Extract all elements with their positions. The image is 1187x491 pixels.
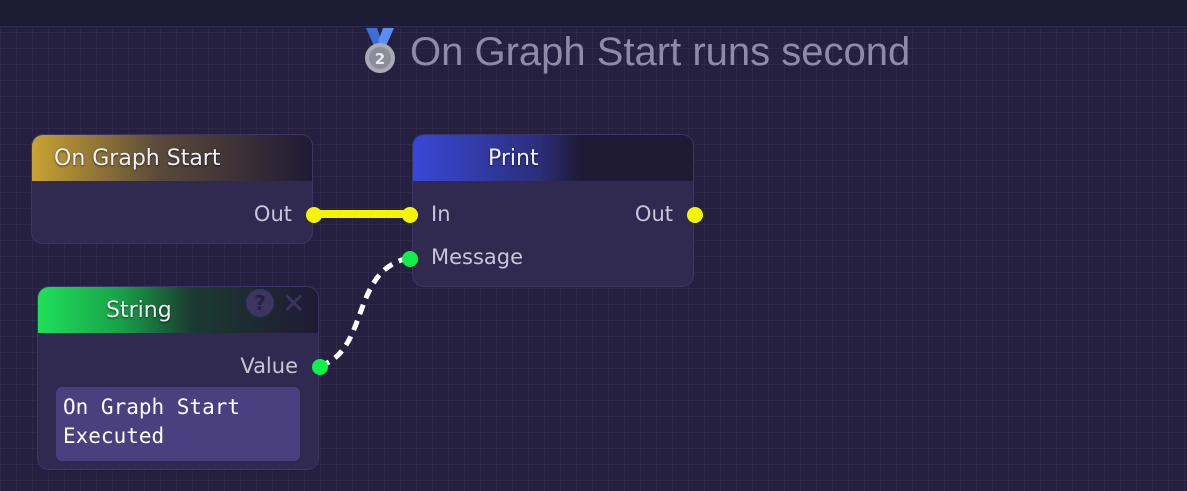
on-graph-start-out-port[interactable]: [306, 207, 322, 223]
on-graph-start-node-header[interactable]: On Graph Start: [32, 135, 312, 181]
on-graph-start-title: On Graph Start: [54, 145, 221, 171]
node-tools: ? ✕: [246, 286, 326, 320]
print-out-label: Out: [634, 202, 673, 226]
data-connection-wire[interactable]: [319, 255, 410, 369]
medal-number: 2: [375, 50, 385, 68]
print-message-port[interactable]: [402, 251, 418, 267]
on-graph-start-node[interactable]: On Graph Start Out: [31, 134, 322, 244]
print-out-port[interactable]: [687, 207, 703, 223]
print-message-label: Message: [431, 245, 524, 269]
string-value-input[interactable]: On Graph Start Executed: [56, 387, 300, 461]
string-node[interactable]: String ? ✕ Value On Graph Start Executed: [37, 286, 328, 470]
print-node[interactable]: Print In Out Message: [402, 134, 703, 287]
string-title: String: [106, 297, 172, 323]
graph-title-text: On Graph Start runs second: [410, 29, 911, 74]
second-place-medal-icon: 2: [365, 28, 395, 73]
close-icon[interactable]: ✕: [282, 286, 306, 320]
print-node-header[interactable]: Print: [413, 135, 693, 181]
print-in-label: In: [431, 202, 451, 226]
top-bar: [0, 0, 1187, 27]
string-value-label: Value: [240, 354, 298, 378]
graph-title: 2 On Graph Start runs second: [360, 28, 910, 76]
print-in-port[interactable]: [402, 207, 418, 223]
help-icon[interactable]: ?: [246, 289, 274, 317]
print-title: Print: [488, 145, 539, 171]
on-graph-start-out-label: Out: [253, 202, 292, 226]
string-value-port[interactable]: [312, 359, 328, 375]
